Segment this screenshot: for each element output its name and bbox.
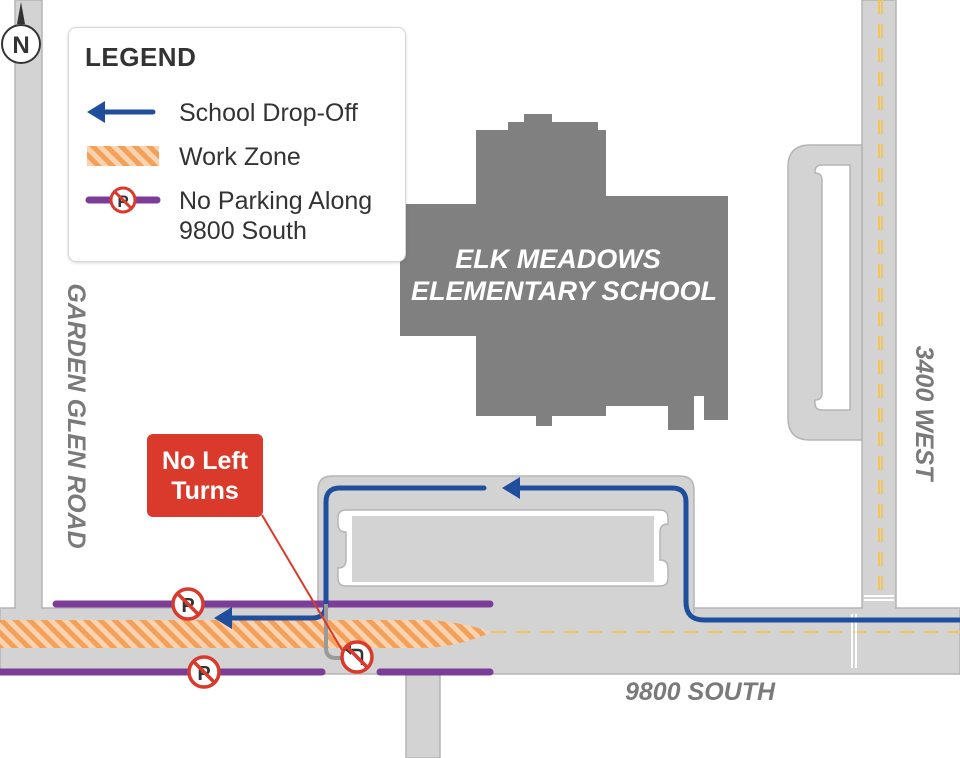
3400-west-road — [861, 0, 897, 615]
callout-line1: No Left — [161, 446, 249, 475]
north-arrow-icon: N — [1, 2, 41, 64]
blue-arrow-left-icon — [85, 98, 161, 126]
south-spur-road — [405, 669, 441, 758]
east-loop-island — [814, 164, 851, 411]
no-left-turns-callout: No Left Turns — [147, 434, 263, 517]
legend-label-drop-off: School Drop-Off — [179, 99, 358, 127]
legend-title: LEGEND — [85, 42, 197, 72]
legend-item-no-parking: P No Parking Along 9800 South — [85, 186, 372, 246]
legend-label-work-zone: Work Zone — [179, 143, 301, 171]
road-label-9800-south: 9800 SOUTH — [625, 678, 776, 706]
school-building — [400, 114, 728, 430]
garden-glen-road — [14, 0, 43, 613]
parking-lot — [352, 516, 654, 582]
no-parking-sign-north: P — [171, 587, 205, 621]
crosswalks — [851, 595, 894, 668]
legend: LEGEND School Drop-Off Work Zone — [68, 27, 406, 262]
compass-letter: N — [12, 32, 29, 59]
left-turn-path — [324, 604, 356, 660]
no-parking-lines — [0, 600, 494, 676]
drop-off-arrow-top — [502, 477, 520, 499]
no-left-turn-sign — [340, 640, 374, 674]
school-name-line2: ELEMENTARY SCHOOL — [411, 276, 717, 306]
legend-label-no-parking: No Parking Along 9800 South — [179, 186, 372, 246]
legend-item-work-zone: Work Zone — [85, 142, 301, 172]
callout-leader-line — [261, 514, 343, 651]
no-parking-line-icon: P — [85, 186, 161, 214]
callout-line2: Turns — [171, 476, 239, 505]
drop-off-arrow-left — [214, 607, 232, 629]
drop-off-route — [229, 485, 960, 623]
road-label-3400-west: 3400 WEST — [910, 346, 938, 484]
road-label-garden-glen: GARDEN GLEN ROAD — [62, 283, 90, 548]
legend-label-no-parking-line2: 9800 South — [179, 217, 307, 245]
legend-item-drop-off: School Drop-Off — [85, 98, 358, 128]
legend-label-no-parking-line1: No Parking Along — [179, 187, 373, 215]
school-name-line1: ELK MEADOWS — [455, 244, 661, 274]
work-zone — [0, 620, 492, 648]
no-parking-sign-south: P — [187, 655, 221, 689]
orange-hatch-icon — [85, 142, 161, 170]
